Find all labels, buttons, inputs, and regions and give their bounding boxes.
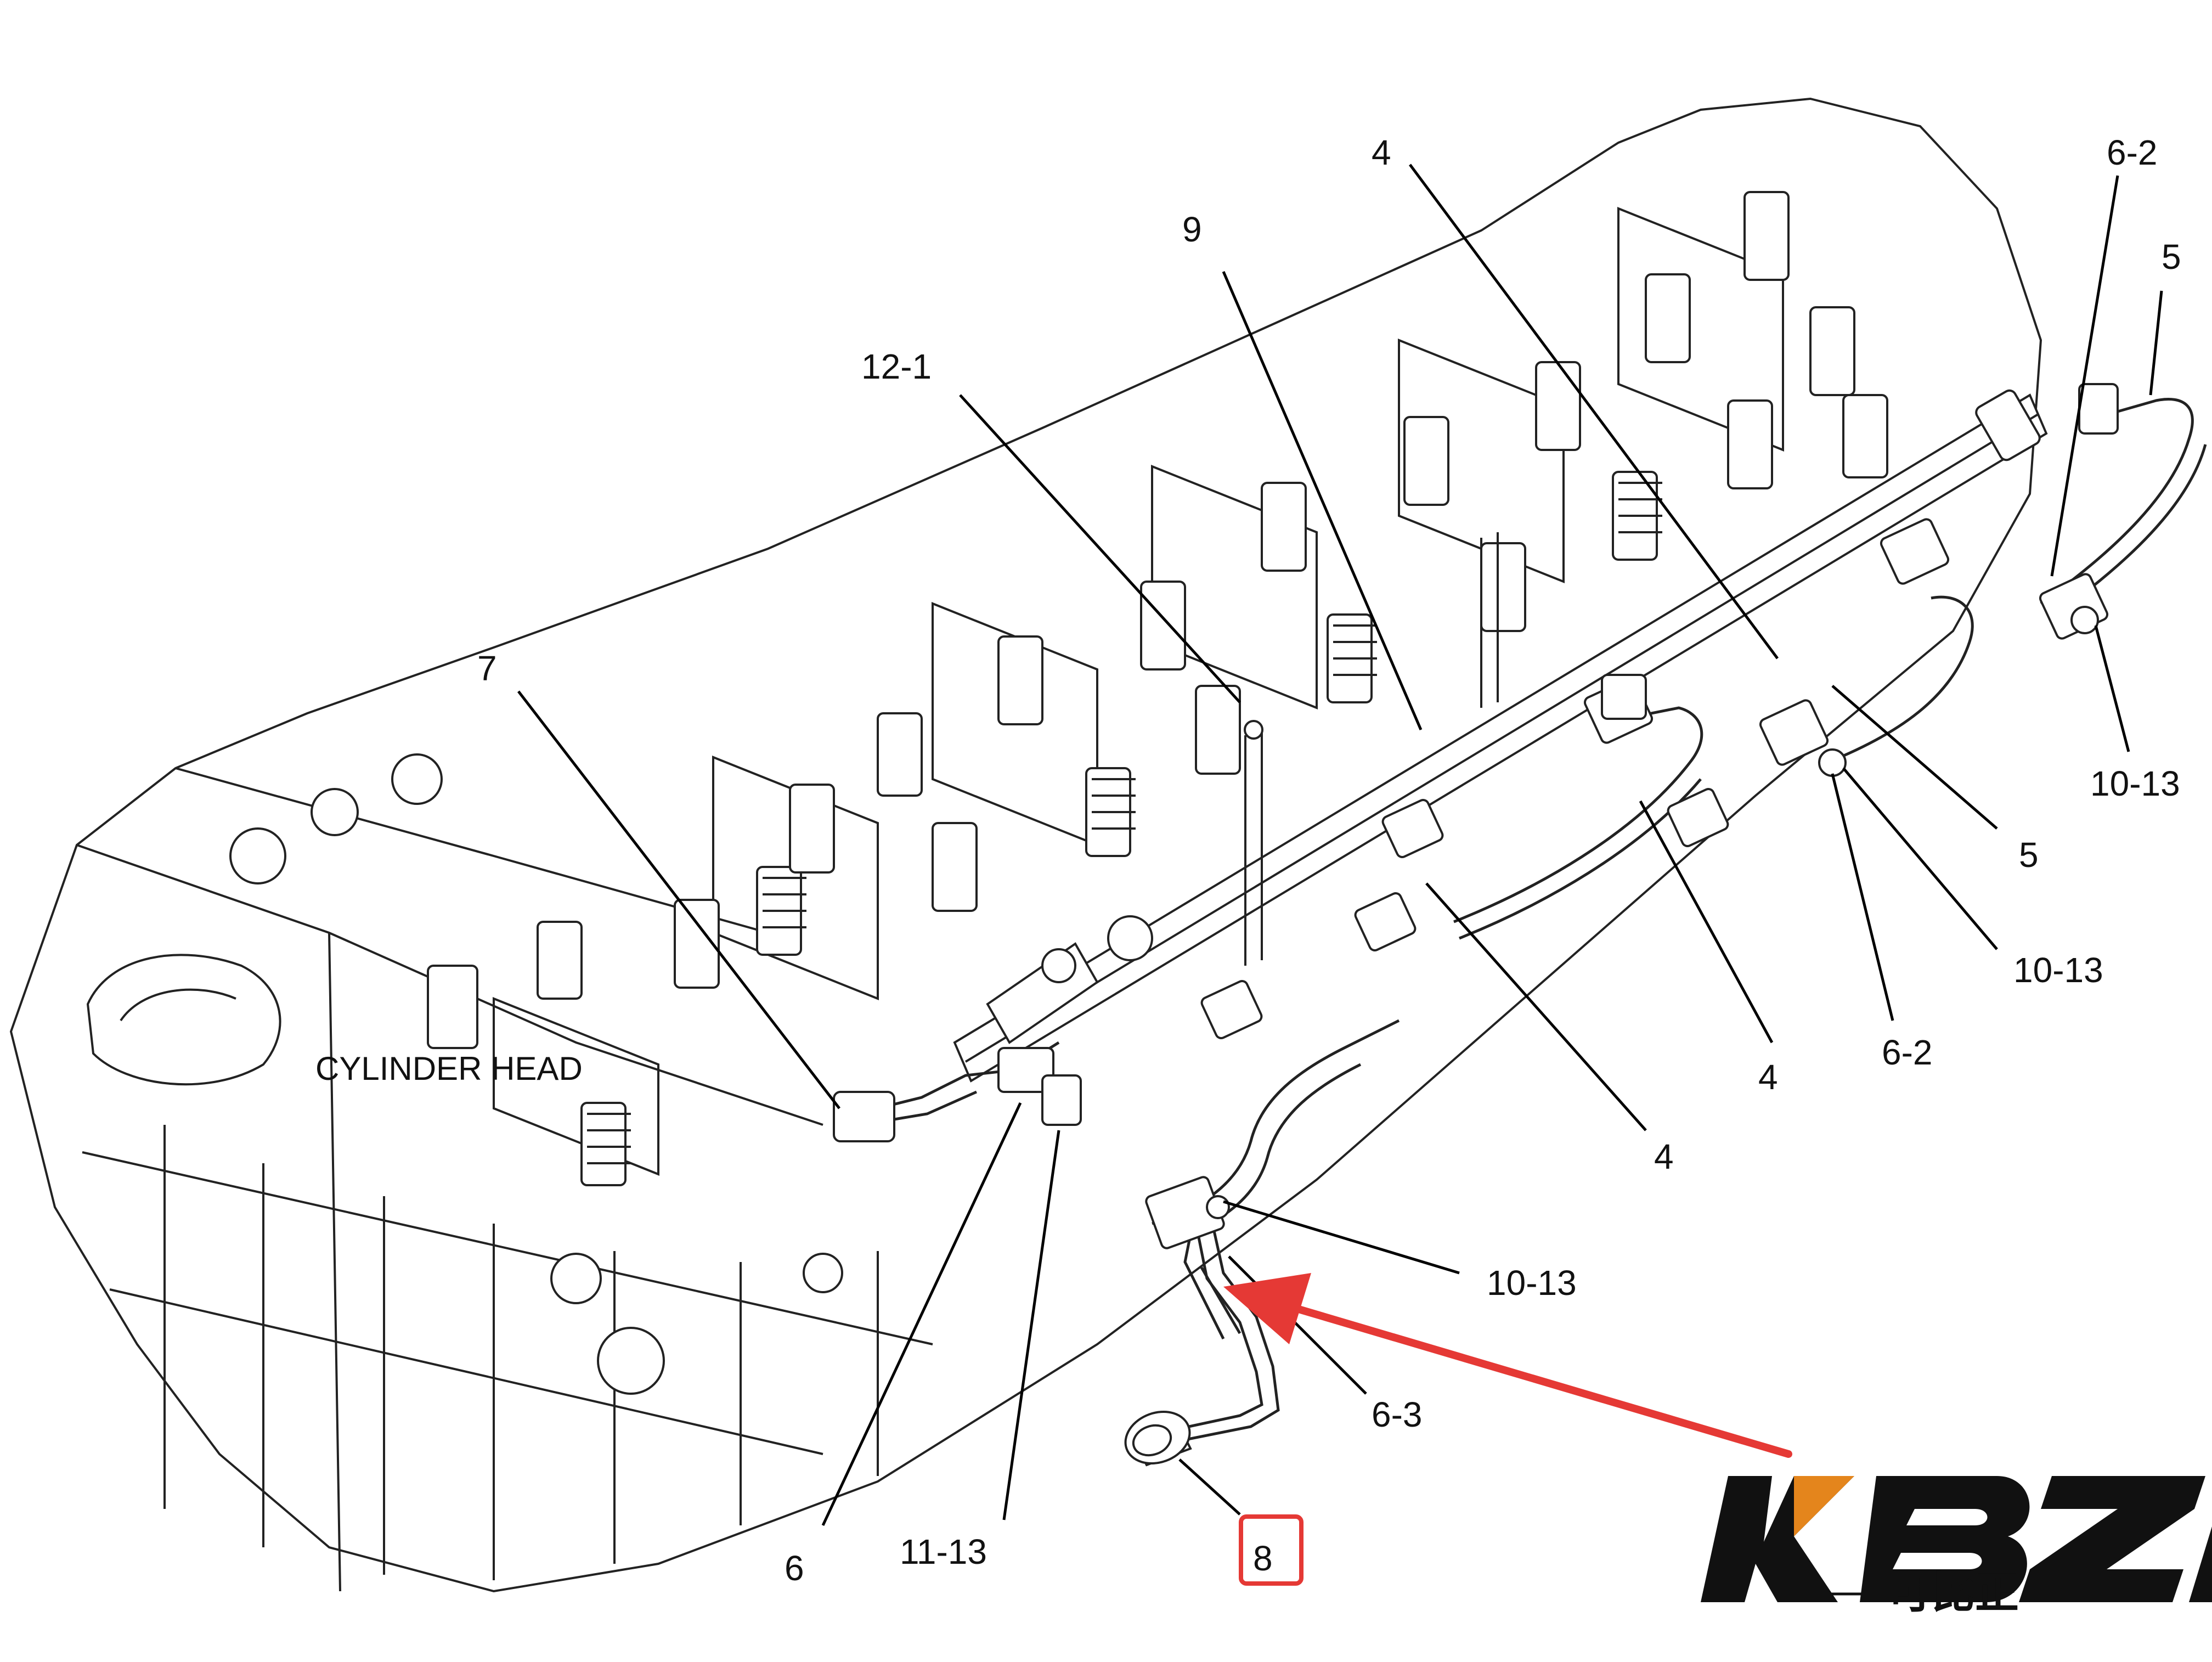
callout-6: 6 bbox=[785, 1548, 804, 1588]
callout-10-13-right: 10-13 bbox=[2090, 764, 2180, 803]
cylinder-head-drawing bbox=[9, 97, 2207, 1593]
red-pointer-arrow bbox=[1223, 1273, 1792, 1458]
callout-10-13-mid: 10-13 bbox=[2013, 950, 2103, 990]
highlight-box bbox=[1239, 1514, 1304, 1586]
callout-11-13: 11-13 bbox=[900, 1532, 987, 1571]
callout-4-top: 4 bbox=[1372, 133, 1391, 172]
callout-8: 8 bbox=[1253, 1539, 1273, 1578]
callout-5-right: 5 bbox=[2019, 835, 2039, 875]
kbze-chinese-text: 可比正 bbox=[1887, 1568, 2019, 1617]
kbze-logo bbox=[1701, 1476, 2212, 1602]
callout-12-1: 12-1 bbox=[861, 347, 932, 386]
callout-7: 7 bbox=[477, 649, 497, 688]
callout-6-2-top: 6-2 bbox=[2107, 133, 2158, 172]
cylinder-head-label: CYLINDER HEAD bbox=[315, 1050, 583, 1087]
callout-9: 9 bbox=[1182, 210, 1202, 249]
leader-lines bbox=[517, 164, 2163, 1526]
kbze-subtext: 可比正 bbox=[1788, 1568, 2123, 1617]
callout-6-3: 6-3 bbox=[1372, 1395, 1423, 1434]
callout-labels: 4 9 12-1 6-2 5 7 10-13 5 10-13 6-2 4 4 1… bbox=[477, 133, 2181, 1588]
callout-6-2-mid: 6-2 bbox=[1882, 1033, 1933, 1072]
callout-10-13-low: 10-13 bbox=[1487, 1263, 1577, 1303]
callout-5-top: 5 bbox=[2162, 237, 2181, 277]
callout-4-mid: 4 bbox=[1758, 1057, 1778, 1097]
callout-4-low: 4 bbox=[1654, 1137, 1674, 1176]
